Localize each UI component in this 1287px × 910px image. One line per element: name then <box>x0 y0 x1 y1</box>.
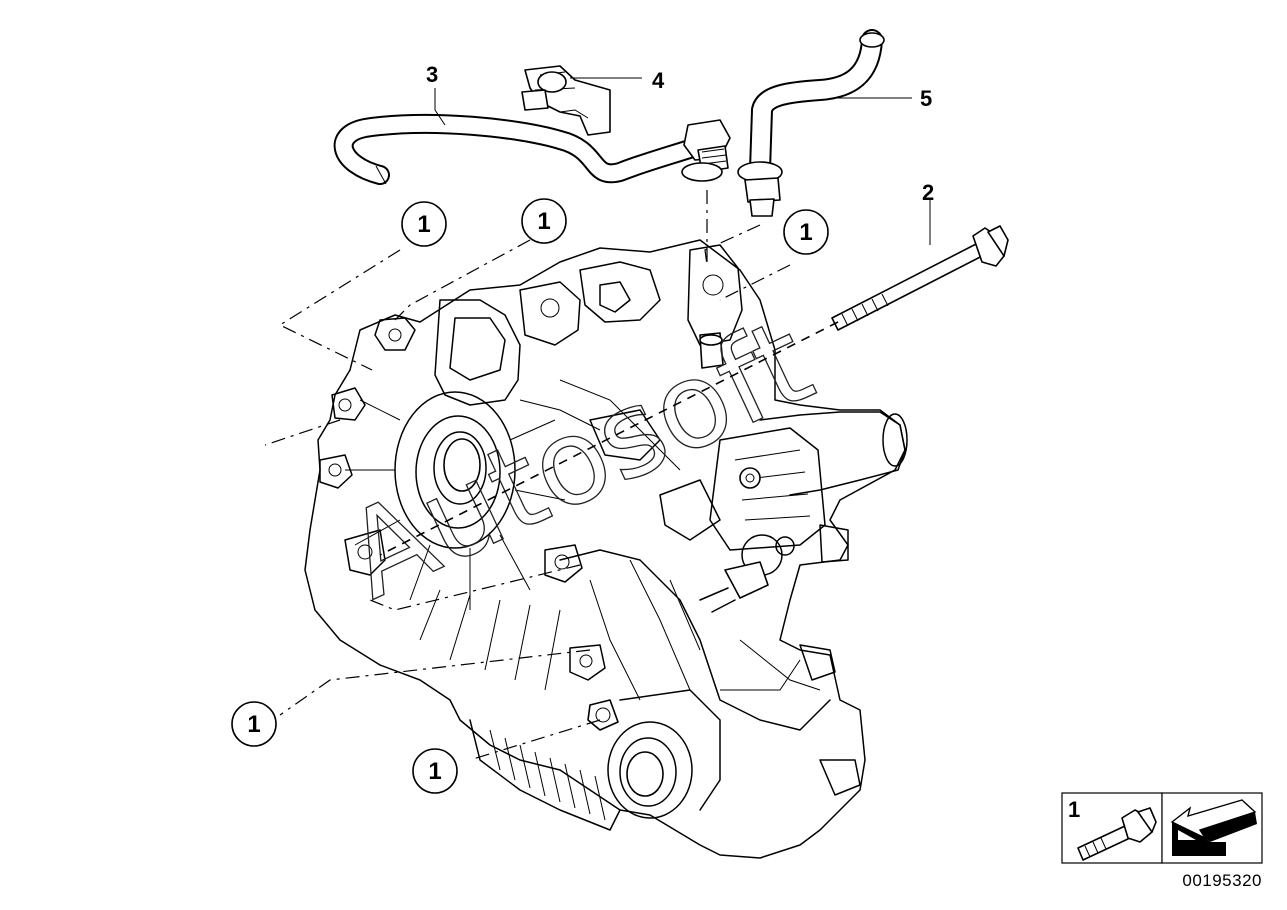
arrow-icon <box>1170 799 1257 856</box>
callout-2: 2 <box>922 180 934 205</box>
callout-circle-1d: 1 <box>231 701 277 747</box>
callout-4: 4 <box>652 68 665 93</box>
hose-3-connector <box>681 119 731 182</box>
part-4-clip <box>521 65 611 136</box>
callout-1e: 1 <box>428 758 441 785</box>
callout-3: 3 <box>426 62 438 87</box>
legend-box: 1 <box>1061 792 1263 864</box>
callout-circle-1c: 1 <box>783 209 829 255</box>
leader-lines <box>264 77 931 761</box>
transfer-case-housing <box>304 239 908 859</box>
part-3-hose <box>333 113 720 185</box>
part-5-hose <box>737 29 885 217</box>
callout-1b: 1 <box>537 208 550 235</box>
legend-item-number: 1 <box>1068 797 1080 822</box>
callout-circle-1a: 1 <box>401 201 447 247</box>
callout-5: 5 <box>920 86 932 111</box>
callout-1d: 1 <box>247 711 260 738</box>
callout-1c: 1 <box>799 219 812 246</box>
callout-1a: 1 <box>417 211 430 238</box>
part-2-bolt <box>831 225 1009 331</box>
reference-number: 00195320 <box>1182 871 1262 890</box>
callout-circle-1b: 1 <box>521 198 567 244</box>
bolt-icon <box>1077 807 1157 861</box>
callout-circle-1e: 1 <box>412 748 458 794</box>
